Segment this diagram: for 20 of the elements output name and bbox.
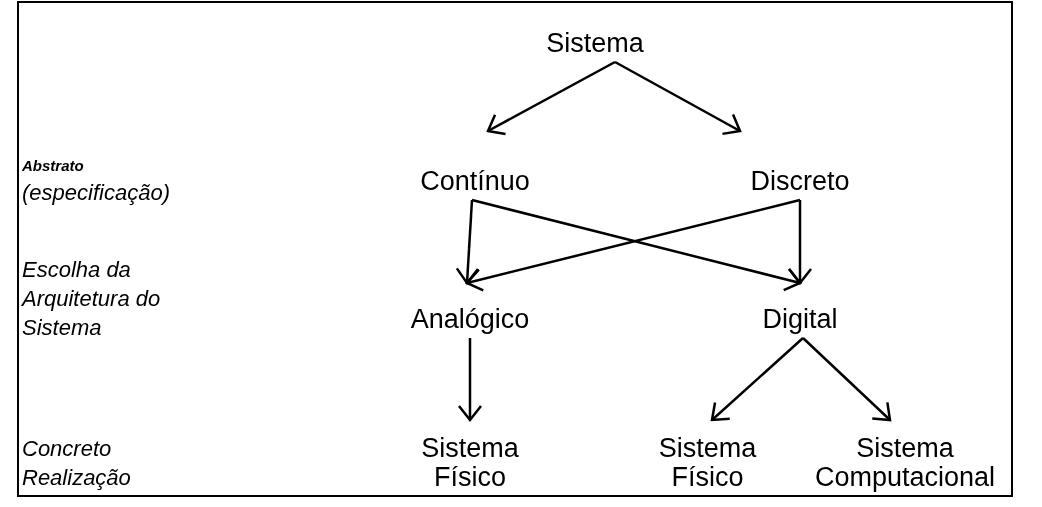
node-label: Sistema Físico [657, 434, 758, 492]
node-label: Digital [762, 305, 838, 334]
arrow [486, 60, 616, 136]
arrow [457, 338, 483, 422]
node-label: Analógico [410, 305, 530, 334]
level-label: (especificação) [22, 179, 170, 207]
level-label: Realização [22, 464, 131, 492]
node-label: Discreto [750, 167, 850, 196]
node-label: Sistema Físico [420, 434, 520, 492]
arrow [710, 337, 804, 422]
node-label: Contínuo [420, 167, 530, 196]
node-label: Sistema Computacional [813, 434, 997, 492]
arrow [455, 199, 481, 285]
node-label: Sistema [546, 29, 644, 58]
arrow [787, 200, 813, 285]
level-label: Escolha da Arquitetura do Sistema [22, 256, 162, 342]
level-label: Concreto [22, 435, 112, 463]
arrow [802, 337, 892, 422]
level-label: Abstrato [22, 156, 84, 176]
arrow [614, 60, 742, 136]
